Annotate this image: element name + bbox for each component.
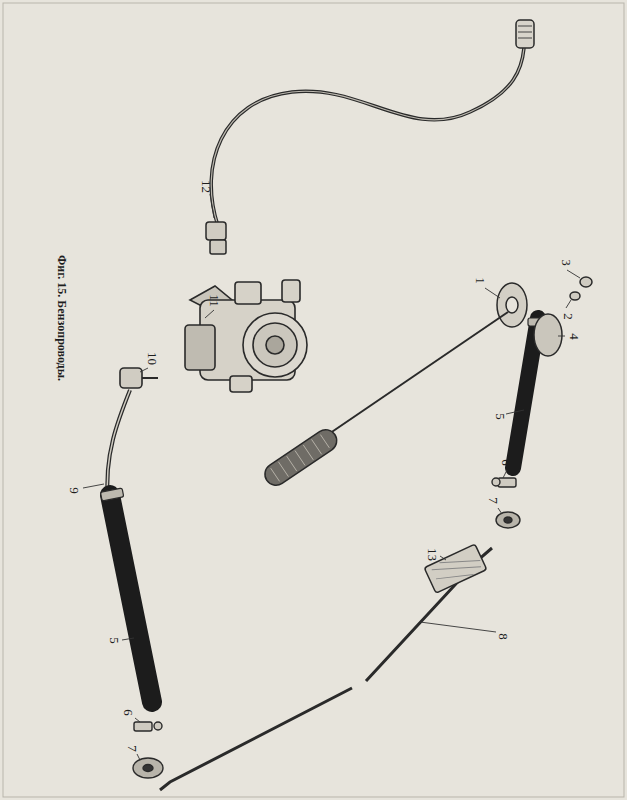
callout-number: 2 bbox=[562, 313, 575, 320]
callout-number: 6 bbox=[122, 709, 135, 716]
callout-number: 4 bbox=[568, 333, 581, 340]
callout-number: 11 bbox=[208, 294, 221, 307]
callout-number: 7 bbox=[487, 497, 500, 504]
callout-number: 12 bbox=[200, 180, 213, 193]
callout-number: 5 bbox=[108, 637, 121, 644]
callout-number: 10 bbox=[146, 352, 159, 365]
callout-number: 13 bbox=[426, 548, 439, 561]
callout-number: 7 bbox=[126, 745, 139, 752]
callout-number: 9 bbox=[68, 487, 81, 494]
callout-number: 6 bbox=[500, 459, 513, 466]
callout-number: 5 bbox=[494, 413, 507, 420]
callout-number: 1 bbox=[474, 277, 487, 284]
callout-number: 8 bbox=[497, 633, 510, 640]
figure-caption: Фиг. 15. Бензопроводы. bbox=[56, 255, 68, 381]
callout-number: 3 bbox=[560, 259, 573, 266]
